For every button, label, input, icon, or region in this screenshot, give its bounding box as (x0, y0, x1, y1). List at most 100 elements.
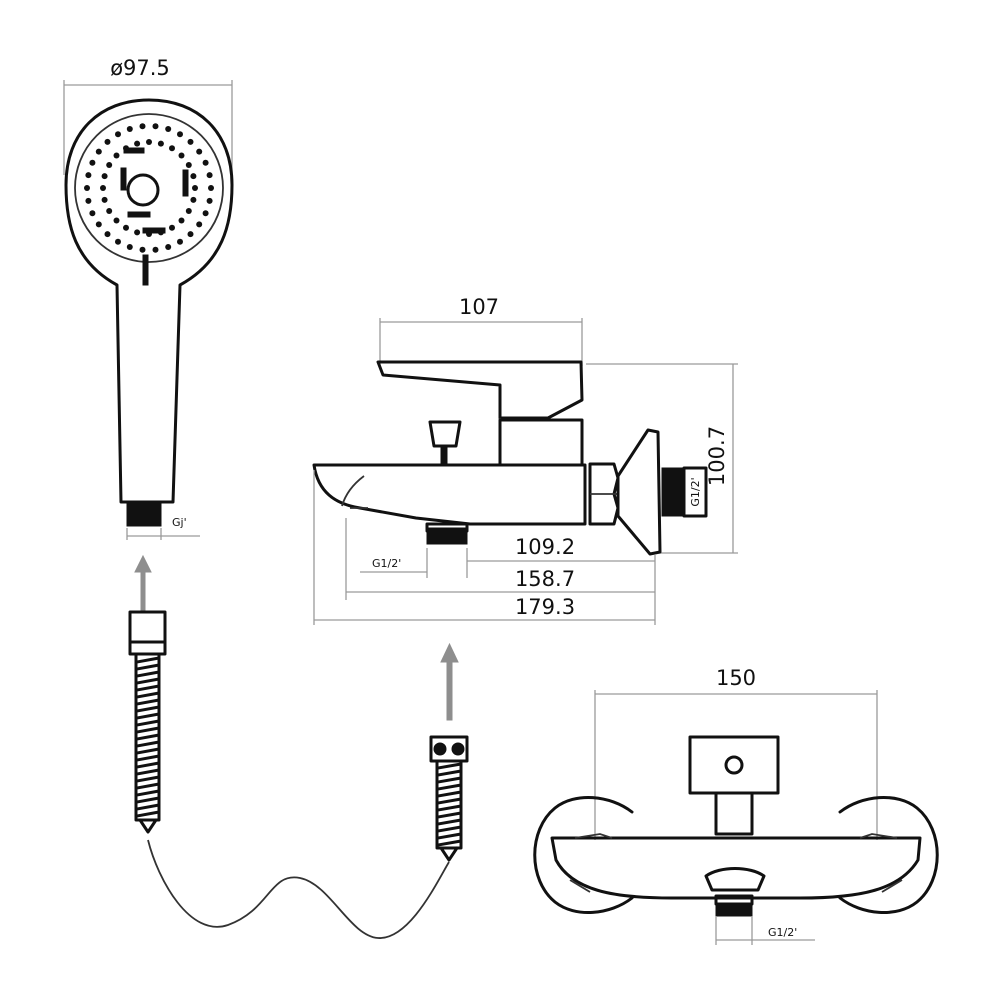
nozzle-dot (178, 217, 185, 224)
side-cartridge-body (498, 418, 584, 467)
front-diverter (704, 867, 766, 892)
nozzle-dot (202, 210, 209, 217)
hose-coil-line (436, 783, 462, 791)
nozzle-dot (139, 123, 146, 130)
nozzle-dot (89, 210, 96, 217)
hose-coil-line (436, 804, 462, 812)
front-width-label: 150 (716, 666, 756, 690)
nozzle-dot (157, 140, 164, 147)
front-handle-screw (724, 755, 744, 775)
front-escutcheon-right (838, 796, 939, 914)
side-wall-flange (616, 428, 662, 556)
hose-line (147, 839, 450, 939)
side-inlet-thread (661, 467, 685, 517)
hose-coil-line (135, 726, 160, 734)
nozzle-dot (126, 126, 133, 132)
nozzle-dot (190, 196, 197, 203)
shower-hose (128, 610, 469, 939)
assembly-arrow-faucet (440, 642, 459, 721)
shower-thread-label: Gj' (172, 516, 187, 529)
front-outlet-thread (715, 903, 753, 917)
shower-diameter-label: ø97.5 (110, 56, 170, 80)
nozzle-dot (126, 244, 133, 250)
hand-shower: ø97.5 Gj' (63, 56, 234, 540)
nozzle-dot (113, 217, 120, 224)
side-hex-nut (588, 462, 620, 526)
nozzle-dot (106, 208, 113, 214)
mixer-front-view: 150 G1/2' (533, 666, 939, 945)
nozzle-dot (115, 238, 121, 245)
hose-coil-line (135, 803, 160, 811)
hose-coil-line (135, 740, 160, 748)
nozzle-dot (196, 148, 203, 155)
nozzle-dot (134, 229, 141, 236)
nozzle-dot (152, 246, 159, 253)
dim-179-3-label: 179.3 (515, 595, 575, 619)
hose-coil-line (135, 810, 160, 818)
nozzle-dot (185, 208, 192, 214)
hose-coil-line (135, 656, 160, 664)
nozzle-dot (169, 224, 175, 231)
nozzle-dot (89, 159, 96, 166)
nozzle-dot (177, 131, 183, 138)
hose-nut-top (128, 610, 167, 644)
shower-nozzles (84, 123, 214, 253)
nozzle-dot (101, 196, 108, 203)
hose-coil-line (135, 733, 160, 741)
hose-coil-line (436, 818, 462, 826)
hose-coil-line (135, 677, 160, 685)
hose-coil-line (135, 712, 160, 720)
front-outlet-thread-label: G1/2' (768, 926, 797, 939)
nozzle-dot (178, 152, 185, 159)
nozzle-dot (139, 246, 146, 253)
nozzle-dot (115, 131, 121, 138)
shower-center-button (126, 173, 160, 207)
nozzle-dot (101, 173, 108, 180)
nozzle-dot (104, 231, 111, 238)
hose-coil-line (436, 797, 462, 805)
hose-coil-line (135, 663, 160, 671)
front-handle-block (688, 735, 780, 795)
hose-coil-line (135, 761, 160, 769)
nozzle-dot (185, 162, 192, 168)
nozzle-dot (134, 140, 141, 147)
nozzle-dot (104, 138, 111, 145)
nozzle-dot (187, 138, 194, 145)
nozzle-dot (202, 159, 209, 166)
spray-setting-marks (120, 147, 189, 234)
nozzle-dot (206, 172, 213, 179)
hose-coil-line (135, 782, 160, 790)
nozzle-dot (206, 197, 213, 204)
side-spout (312, 463, 587, 526)
hose-coil-line (135, 789, 160, 797)
hose-coil-line (436, 762, 462, 770)
nozzle-dot (84, 185, 90, 191)
front-escutcheon-left (533, 796, 634, 914)
hose-coil-line (135, 796, 160, 804)
side-outlet-thread-label: G1/2' (372, 557, 401, 570)
side-height-label: 100.7 (705, 426, 729, 486)
hose-coil-line (135, 670, 160, 678)
nozzle-dot (100, 185, 106, 191)
nozzle-dot (177, 238, 183, 245)
nozzle-dot (208, 185, 214, 191)
nozzle-dot (85, 197, 92, 204)
nozzle-dot (165, 126, 172, 132)
front-body (550, 836, 922, 900)
hose-coil-line (436, 832, 462, 840)
hose-nut-bottom (429, 735, 469, 763)
assembly-arrow-shower (134, 554, 152, 611)
nozzle-dot (95, 221, 102, 228)
hose-coil-line (436, 769, 462, 777)
nozzle-dot (196, 221, 203, 228)
side-width-label: 107 (459, 295, 499, 319)
nozzle-dot (85, 172, 92, 179)
hose-coil-line (135, 754, 160, 762)
nozzle-dot (187, 231, 194, 238)
hose-coil-line (135, 684, 160, 692)
side-handle-lever (376, 360, 584, 420)
mixer-side-view: 107 100.7 G1/2' 109 (312, 295, 738, 625)
shower-body-outline (64, 98, 234, 504)
hose-coil-line (135, 768, 160, 776)
hose-coil-line (135, 775, 160, 783)
